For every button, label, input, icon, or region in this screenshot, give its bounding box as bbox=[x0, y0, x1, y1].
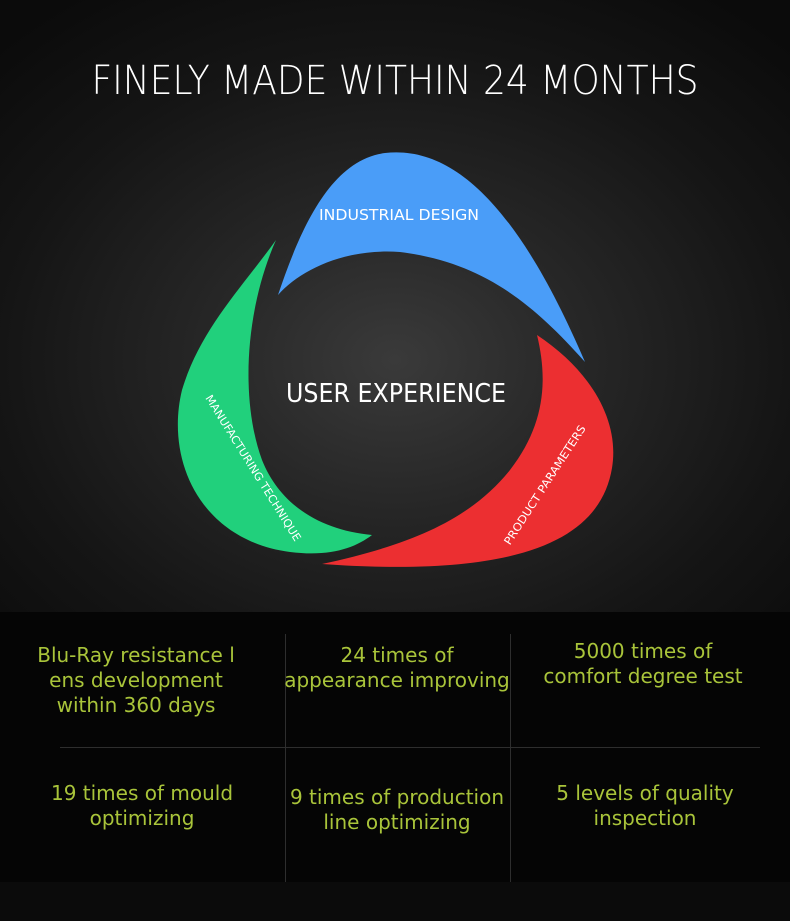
diagram-center-label: USER EXPERIENCE bbox=[286, 379, 506, 409]
page-title: FINELY MADE WITHIN 24 MONTHS bbox=[91, 58, 699, 104]
segment-manufacturing-technique bbox=[177, 240, 372, 554]
fact-comfort-test: 5000 times of comfort degree test bbox=[543, 639, 743, 688]
grid-divider-vertical bbox=[510, 634, 511, 882]
grid-divider-vertical bbox=[285, 634, 286, 882]
facts-grid: Blu-Ray resistance l ens development wit… bbox=[0, 612, 790, 882]
segment-label-industrial-design: INDUSTRIAL DESIGN bbox=[319, 206, 479, 224]
fact-appearance-improving: 24 times of appearance improving bbox=[284, 643, 510, 692]
segment-industrial-design bbox=[278, 152, 585, 362]
grid-divider-horizontal bbox=[60, 747, 760, 748]
fact-production-line-optimizing: 9 times of production line optimizing bbox=[289, 785, 505, 834]
fact-mould-optimizing: 19 times of mould optimizing bbox=[50, 781, 234, 830]
segment-product-parameters bbox=[322, 335, 614, 567]
fact-quality-inspection: 5 levels of quality inspection bbox=[556, 781, 734, 830]
fact-lens-development: Blu-Ray resistance l ens development wit… bbox=[37, 643, 235, 717]
